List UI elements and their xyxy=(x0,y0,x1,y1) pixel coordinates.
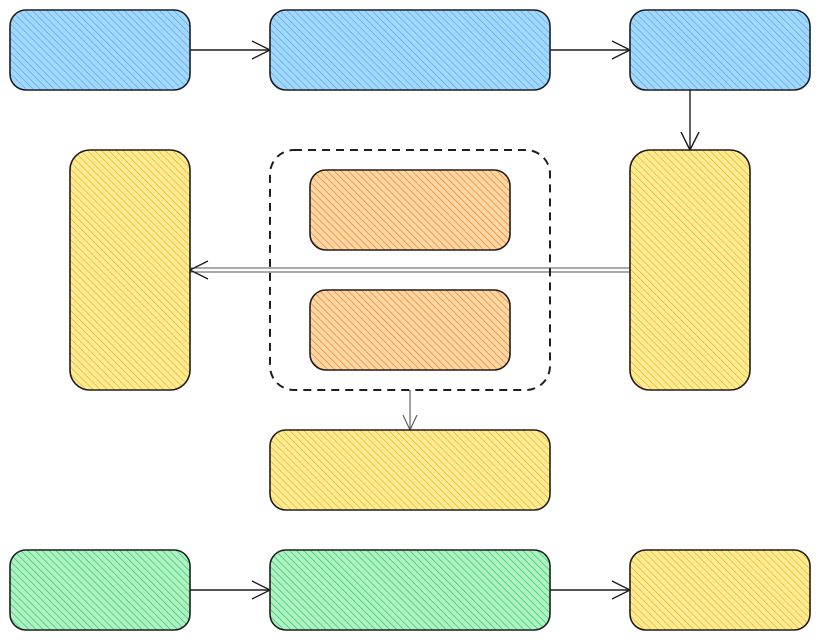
node-bottom-middle xyxy=(269,549,551,631)
edge-bottom-middle-to-bottom-right xyxy=(550,580,632,600)
edge-group-to-center-bottom xyxy=(402,390,418,432)
node-top-middle xyxy=(269,9,551,91)
edge-top-left-to-top-middle xyxy=(190,40,272,60)
edge-bottom-left-to-bottom-middle xyxy=(190,580,272,600)
edge-top-middle-to-top-right xyxy=(550,40,632,60)
inner-group-frame xyxy=(269,149,551,391)
edge-top-right-to-right-tall xyxy=(680,90,700,152)
node-top-right xyxy=(629,9,811,91)
node-right-tall xyxy=(629,149,751,391)
nodes xyxy=(9,9,811,631)
node-bottom-left xyxy=(9,549,191,631)
node-bottom-right xyxy=(629,549,811,631)
node-top-left xyxy=(9,9,191,91)
edge-right-tall-to-left-tall xyxy=(188,260,630,280)
node-inner-top xyxy=(309,169,511,251)
node-left-tall xyxy=(69,149,191,391)
node-center-bottom xyxy=(269,429,551,511)
node-inner-bottom xyxy=(309,289,511,371)
